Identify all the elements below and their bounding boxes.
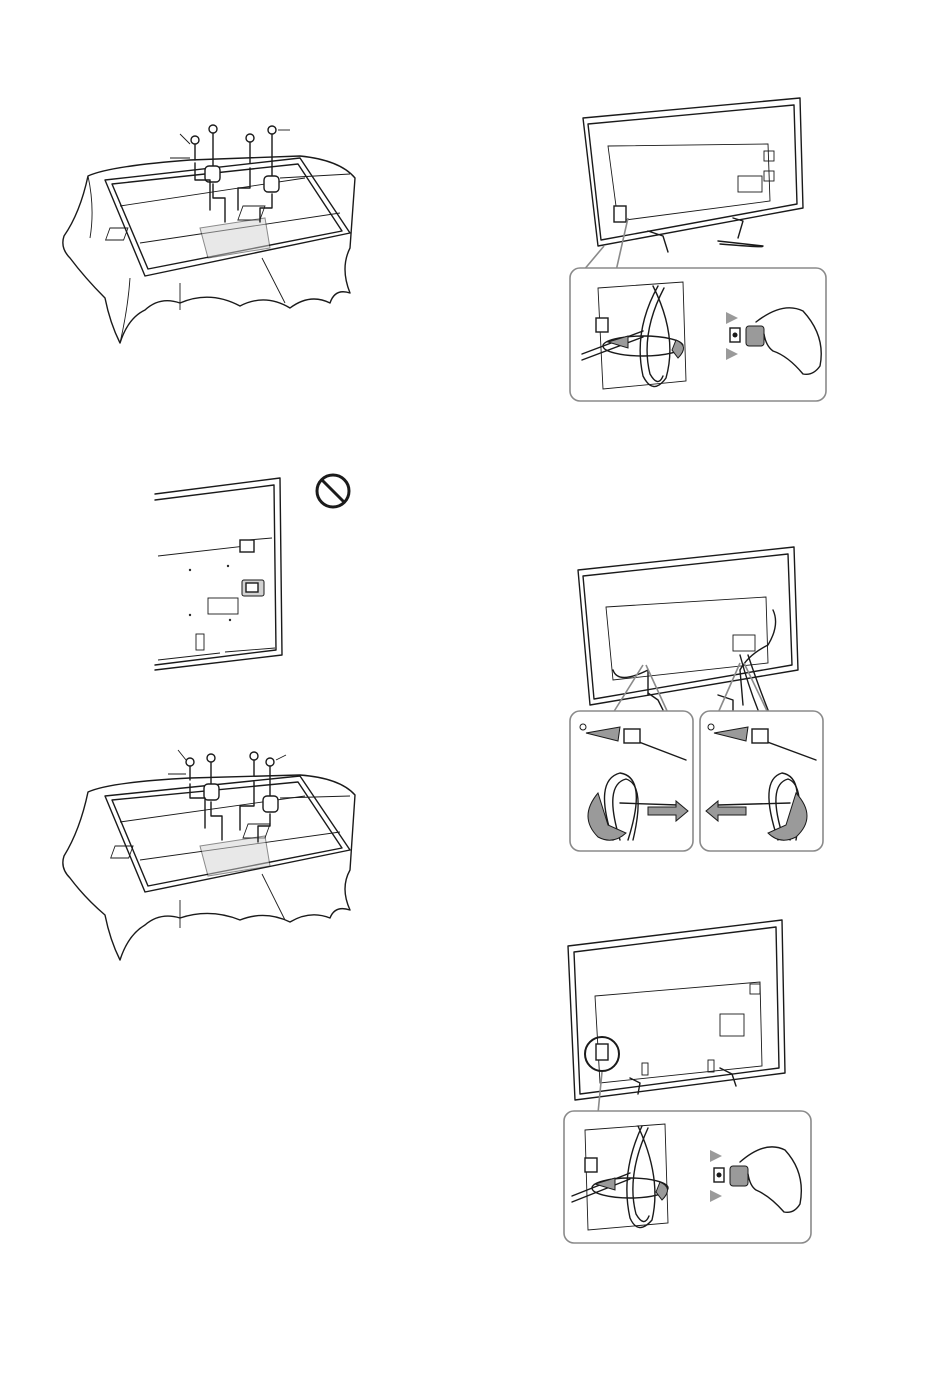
prohibited-icon bbox=[317, 475, 349, 507]
cable-holder-diagram-1 bbox=[568, 96, 830, 404]
cable-routing-diagram bbox=[568, 545, 830, 855]
stand-attachment-diagram-1 bbox=[50, 118, 370, 353]
stand-attachment-diagram-2 bbox=[50, 750, 370, 965]
prohibited-diagram bbox=[150, 470, 360, 675]
cable-holder-diagram-2 bbox=[560, 918, 815, 1248]
